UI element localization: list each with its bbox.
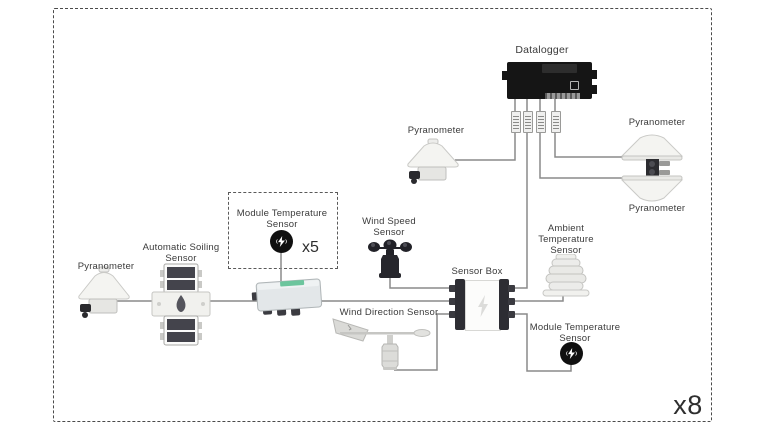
cable-label-tag [511, 111, 521, 133]
datalogger-device [502, 62, 597, 99]
sensor-box-side [455, 279, 465, 330]
connector-port [508, 311, 515, 318]
lightning-watermark-icon [478, 294, 488, 317]
cable-sensor-box-to-ambient-temp [515, 296, 564, 302]
sensor-box-device [449, 279, 515, 331]
datalogger-connector-strip [545, 93, 580, 99]
wind-direction-label: Wind Direction Sensor [339, 307, 439, 318]
cable-wind-direction-to-sensor-box [394, 313, 449, 371]
pyranometer-left-device [76, 266, 132, 322]
connector-port [449, 298, 456, 305]
module-temp-group-multiplier: x5 [302, 239, 319, 256]
sensor-box-side [499, 279, 509, 330]
pyranometer-icon [78, 266, 130, 318]
ambient-temp-label: Ambient Temperature Sensor [538, 223, 594, 257]
wind-speed-label: Wind Speed Sensor [362, 216, 416, 239]
cable-wind-speed-to-sensor-box [389, 276, 449, 289]
module-temp-group-sensor [270, 230, 293, 253]
junction-box-device [250, 272, 328, 318]
pyranometer-right-upper-label: Pyranometer [628, 117, 686, 128]
module-temp-group-dashed-box [228, 192, 338, 269]
connector-port [449, 311, 456, 318]
datalogger-label: Datalogger [515, 44, 569, 56]
connector-port [449, 285, 456, 292]
pyranometer-top-label: Pyranometer [407, 125, 465, 136]
pyranometer-right-lower-label: Pyranometer [628, 203, 686, 214]
cable-label-tag [536, 111, 546, 133]
albedometer-icon [620, 134, 684, 202]
datalogger-panel [542, 64, 577, 73]
soiling-sensor-device [151, 263, 211, 347]
lightning-icon [566, 348, 577, 359]
sensor-box-body [465, 280, 501, 331]
cable-label-tag [551, 111, 561, 133]
soiling-sensor-label: Automatic Soiling Sensor [142, 242, 220, 265]
outer-dashed-border [53, 8, 712, 422]
datalogger-mount-tab [592, 85, 597, 94]
ambient-temp-device [542, 254, 590, 298]
pyranometer-top-device [405, 138, 461, 188]
pyranometer-left-label: Pyranometer [77, 261, 135, 272]
anemometer-icon [368, 239, 412, 278]
module-temp-sensor [560, 342, 583, 365]
soiling-sensor-icon [151, 263, 211, 346]
module-temp-group-label: Module Temperature Sensor [236, 208, 328, 231]
sensor-box-label: Sensor Box [451, 266, 503, 277]
cable-datalogger-to-pyranometer-right-upper [554, 99, 625, 158]
module-temp-label: Module Temperature Sensor [529, 322, 621, 345]
datalogger-logo-icon [570, 81, 579, 90]
wind-direction-device [330, 311, 432, 371]
datalogger-mount-tab [592, 70, 597, 79]
cable-label-tag [523, 111, 533, 133]
wind-speed-device [367, 237, 413, 279]
datalogger-mount-tab [502, 71, 507, 80]
cable-datalogger-to-sensor-box [515, 99, 528, 289]
lightning-icon [276, 236, 287, 247]
junction-box-icon [251, 278, 323, 316]
connector-port [508, 285, 515, 292]
outer-multiplier: x8 [673, 390, 703, 420]
pyranometer-icon [407, 138, 459, 184]
connector-port [508, 298, 515, 305]
cable-sensor-box-to-module-temp [515, 313, 572, 372]
wind-vane-icon [332, 318, 431, 370]
radiation-shield-icon [542, 254, 590, 297]
pyranometer-pair-device [619, 129, 687, 207]
